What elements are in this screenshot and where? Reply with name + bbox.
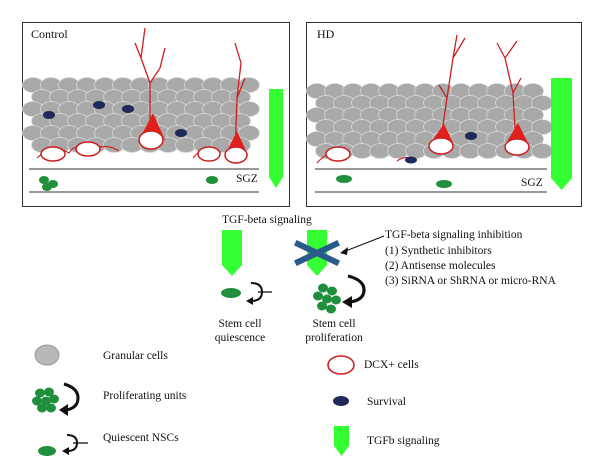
hd-illustration [306, 34, 572, 193]
quiescence-label-line2: quiescence [214, 332, 266, 344]
neurons-control [36, 27, 248, 164]
nsc-control [39, 176, 218, 191]
control-sgz-label: SGZ [236, 173, 258, 185]
legend-granular-label: Granular cells [103, 350, 168, 362]
legend-dcx-icon [327, 355, 355, 375]
legend-survival-label: Survival [367, 396, 406, 408]
granular-cell [229, 113, 251, 129]
granular-cell [522, 83, 544, 99]
inhibition-title: TGF-beta signaling inhibition [385, 229, 523, 241]
inhibitor-2: (2) Antisense molecules [385, 260, 496, 272]
survival-cells-control [43, 101, 187, 137]
legend-quiescent-icon [38, 446, 56, 456]
tgfb-arrow-left [222, 230, 242, 276]
legend-quiescent-label: Quiescent NSCs [103, 432, 179, 444]
granular-cell [522, 107, 544, 123]
hd-sgz-label: SGZ [521, 177, 543, 189]
tgf-signaling-label: TGF-beta signaling [222, 214, 312, 226]
survival-cells-hd [405, 132, 477, 164]
tgfb-arrow-control [269, 89, 283, 188]
control-illustration [22, 27, 283, 193]
inhibition-x-icon [294, 240, 340, 266]
proliferation-label-line1: Stem cell [312, 318, 356, 330]
hd-panel: HD SGZ [306, 22, 582, 207]
control-title: Control [31, 27, 68, 41]
proliferation-label-line2: proliferation [305, 332, 363, 344]
legend-tgfb-label: TGFb signaling [367, 435, 440, 447]
granular-layer [306, 83, 553, 159]
neurons-hd [316, 34, 530, 164]
quiescence-label-line1: Stem cell [218, 318, 262, 330]
legend-granular-icon [34, 344, 60, 366]
legend-tgfb-icon [334, 426, 349, 456]
legend-survival-icon [333, 396, 349, 406]
granular-cell [238, 125, 260, 141]
hd-title: HD [317, 27, 335, 41]
granular-cell [238, 101, 260, 117]
proliferating-cluster-center [313, 283, 341, 314]
legend-proliferating-icon [32, 387, 59, 413]
legend-proliferating-label: Proliferating units [103, 390, 187, 402]
quiescent-nsc-center [221, 288, 241, 298]
nsc-hd [336, 175, 452, 188]
control-panel: Control [22, 22, 290, 207]
inhibitor-3: (3) SiRNA or ShRNA or micro-RNA [385, 275, 556, 287]
legend-dcx-label: DCX+ cells [364, 359, 419, 371]
inhibitor-1: (1) Synthetic inhibitors [385, 245, 492, 257]
tgfb-arrow-hd [551, 78, 572, 190]
